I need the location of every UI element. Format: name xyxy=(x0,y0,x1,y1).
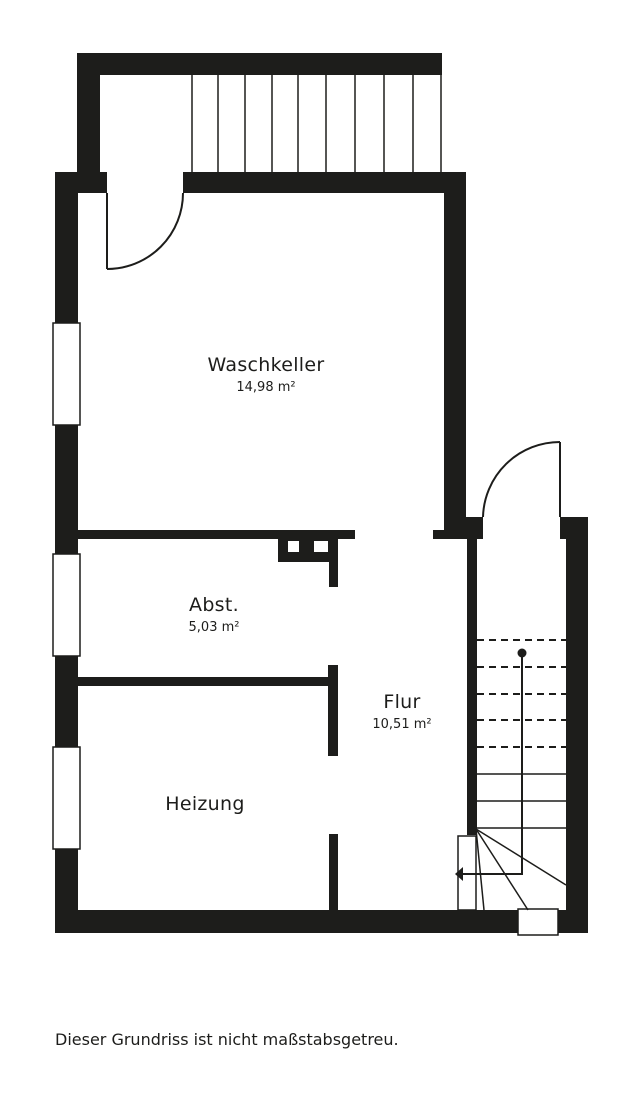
right-outer-wall xyxy=(566,517,588,933)
abst-right-wall-upper xyxy=(329,530,338,587)
room-label-waschkeller: Waschkeller 14,98 m² xyxy=(208,354,325,395)
room-label-flur: Flur 10,51 m² xyxy=(372,691,431,732)
abst-right-wall-lower xyxy=(328,665,338,756)
scale-disclaimer: Dieser Grundriss ist nicht maßstabsgetre… xyxy=(55,1030,399,1049)
main-top-wall-right xyxy=(183,172,466,193)
stair-arrow-icon xyxy=(455,867,463,881)
waschkeller-abst-wall xyxy=(78,530,355,539)
window-waschkeller xyxy=(52,322,81,426)
heizung-right-wall xyxy=(329,834,338,910)
windows xyxy=(52,322,559,936)
waschkeller-right-wall-foot xyxy=(433,530,483,539)
room-label-heizung: Heizung xyxy=(165,793,244,815)
walls xyxy=(55,53,588,933)
window-heizung xyxy=(52,746,81,850)
room-name: Heizung xyxy=(165,793,245,815)
exterior-stair xyxy=(191,75,442,172)
stair-start-dot xyxy=(517,648,527,658)
doors xyxy=(106,192,561,518)
room-name: Abst. xyxy=(189,594,239,616)
abst-heizung-wall xyxy=(78,677,338,686)
room-name: Flur xyxy=(383,691,421,713)
window-stair xyxy=(517,908,559,936)
bottom-outer-wall xyxy=(55,910,588,933)
chimney-flues xyxy=(288,541,328,552)
stair-left-wall xyxy=(467,517,477,835)
door-waschkeller xyxy=(106,192,184,270)
waschkeller-right-wall xyxy=(444,172,466,539)
stair-dashed-treads xyxy=(477,639,566,748)
room-name: Waschkeller xyxy=(207,354,325,376)
annex-top-wall xyxy=(77,53,442,75)
interior-stair xyxy=(457,639,567,911)
door-stair xyxy=(482,441,561,518)
room-label-abst: Abst. 5,03 m² xyxy=(189,594,240,635)
room-area: 10,51 m² xyxy=(372,717,432,732)
room-area: 14,98 m² xyxy=(236,380,296,395)
stair-direction-line xyxy=(462,653,523,875)
window-abst xyxy=(52,553,81,657)
room-area: 5,03 m² xyxy=(188,620,240,635)
annex-left-wall xyxy=(77,53,100,193)
